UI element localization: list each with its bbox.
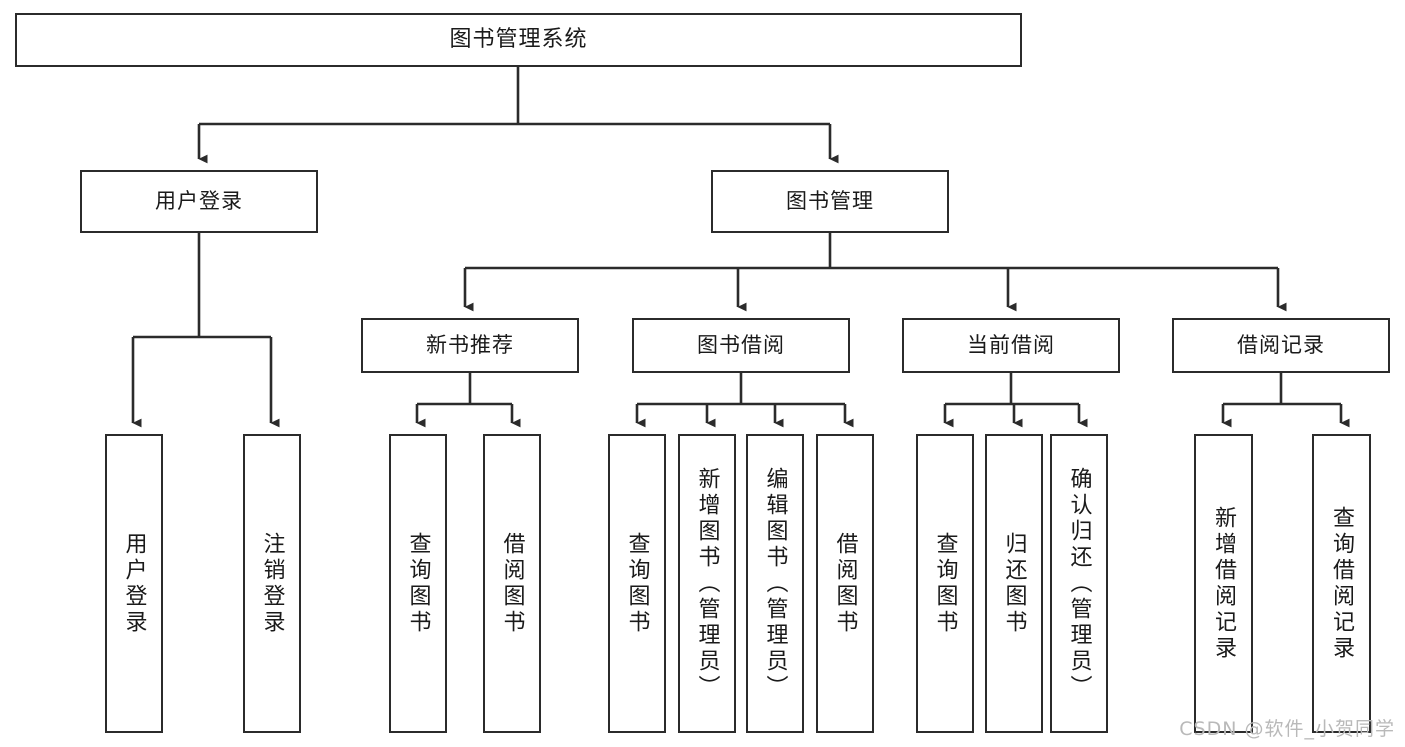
node-leaf-borrow-book-1[interactable]: 借阅图书: [483, 434, 541, 733]
node-leaf-user-login[interactable]: 用户登录: [105, 434, 163, 733]
node-leaf-return-book-label: 归还图书: [1001, 531, 1027, 636]
node-leaf-add-book[interactable]: 新增图书（管理员）: [678, 434, 736, 733]
node-leaf-return-book[interactable]: 归还图书: [985, 434, 1043, 733]
node-leaf-query-book-1-label: 查询图书: [405, 531, 431, 636]
node-leaf-query-book-2-label: 查询图书: [624, 531, 650, 636]
node-leaf-query-book-3[interactable]: 查询图书: [916, 434, 974, 733]
node-leaf-query-book-2[interactable]: 查询图书: [608, 434, 666, 733]
node-leaf-user-login-label: 用户登录: [121, 531, 147, 636]
node-leaf-user-logout-label: 注销登录: [259, 531, 285, 636]
node-leaf-query-book-1[interactable]: 查询图书: [389, 434, 447, 733]
node-leaf-query-book-3-label: 查询图书: [932, 531, 958, 636]
node-leaf-borrow-book-2-label: 借阅图书: [832, 531, 858, 636]
node-book-borrow-label: 图书借阅: [697, 332, 785, 357]
node-root-system[interactable]: 图书管理系统: [15, 13, 1022, 67]
node-leaf-add-record-label: 新增借阅记录: [1211, 505, 1237, 662]
node-new-book-recommend-label: 新书推荐: [426, 332, 514, 357]
node-book-manage[interactable]: 图书管理: [711, 170, 949, 233]
node-borrow-record-label: 借阅记录: [1237, 332, 1325, 357]
node-user-login-label: 用户登录: [155, 188, 243, 213]
node-leaf-add-record[interactable]: 新增借阅记录: [1194, 434, 1253, 733]
node-leaf-query-record[interactable]: 查询借阅记录: [1312, 434, 1371, 733]
node-borrow-record[interactable]: 借阅记录: [1172, 318, 1390, 373]
node-new-book-recommend[interactable]: 新书推荐: [361, 318, 579, 373]
node-leaf-edit-book[interactable]: 编辑图书（管理员）: [746, 434, 804, 733]
node-root-label: 图书管理系统: [449, 26, 588, 52]
node-leaf-confirm-return[interactable]: 确认归还（管理员）: [1050, 434, 1108, 733]
node-leaf-edit-book-label: 编辑图书（管理员）: [762, 466, 788, 701]
node-leaf-query-record-label: 查询借阅记录: [1329, 505, 1355, 662]
node-leaf-user-logout[interactable]: 注销登录: [243, 434, 301, 733]
node-current-borrow[interactable]: 当前借阅: [902, 318, 1120, 373]
node-current-borrow-label: 当前借阅: [967, 332, 1055, 357]
node-leaf-borrow-book-1-label: 借阅图书: [499, 531, 525, 636]
node-book-borrow[interactable]: 图书借阅: [632, 318, 850, 373]
node-leaf-confirm-return-label: 确认归还（管理员）: [1066, 466, 1092, 701]
node-leaf-borrow-book-2[interactable]: 借阅图书: [816, 434, 874, 733]
node-book-manage-label: 图书管理: [786, 188, 874, 213]
node-user-login[interactable]: 用户登录: [80, 170, 318, 233]
node-leaf-add-book-label: 新增图书（管理员）: [694, 466, 720, 701]
